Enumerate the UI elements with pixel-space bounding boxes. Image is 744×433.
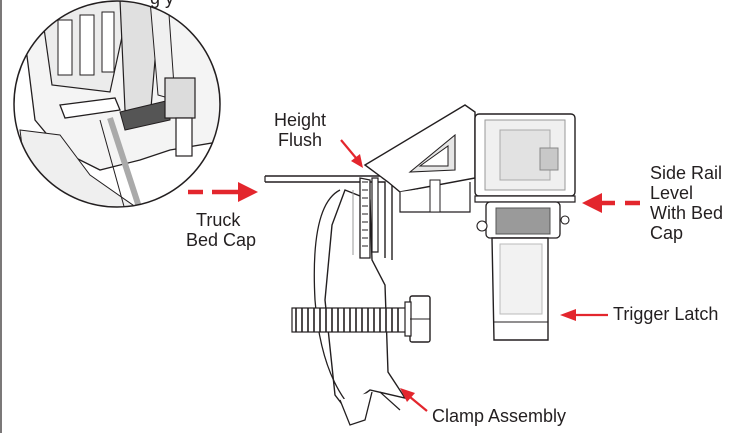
truck-bed-cap-label: Truck Bed Cap <box>186 210 256 250</box>
side-rail-label-line4: Cap <box>650 223 684 243</box>
arrow-clamp-assembly <box>400 388 428 412</box>
arrow-height-flush <box>340 139 363 168</box>
height-flush-label-line2: Flush <box>278 130 323 150</box>
side-rail-label-line2: Level <box>650 183 694 203</box>
height-flush-label-line1: Height <box>274 110 327 130</box>
clamp-body <box>313 177 407 426</box>
clipped-heading-text: g y <box>150 0 174 8</box>
side-rail-label-line1: Side Rail <box>650 163 723 183</box>
height-flush-label: Height Flush <box>274 110 326 150</box>
arrow-side-rail <box>582 193 640 213</box>
clamp-bolt <box>291 295 431 343</box>
clamp-assembly-label: Clamp Assembly <box>432 406 567 426</box>
trigger-latch-body <box>491 237 549 341</box>
side-rail-label: Side Rail Level With Bed Cap <box>650 163 723 243</box>
arrow-trigger-latch <box>560 309 608 321</box>
side-rail-assembly <box>363 104 576 239</box>
detail-magnifier-circle <box>13 0 221 208</box>
side-rail-label-line3: With Bed <box>650 203 724 223</box>
truck-bed-cap-label-line1: Truck <box>196 210 241 230</box>
trigger-latch-label: Trigger Latch <box>613 304 719 324</box>
arrow-truck-bed-cap <box>188 182 258 202</box>
truck-bed-cap-label-line2: Bed Cap <box>186 230 257 250</box>
